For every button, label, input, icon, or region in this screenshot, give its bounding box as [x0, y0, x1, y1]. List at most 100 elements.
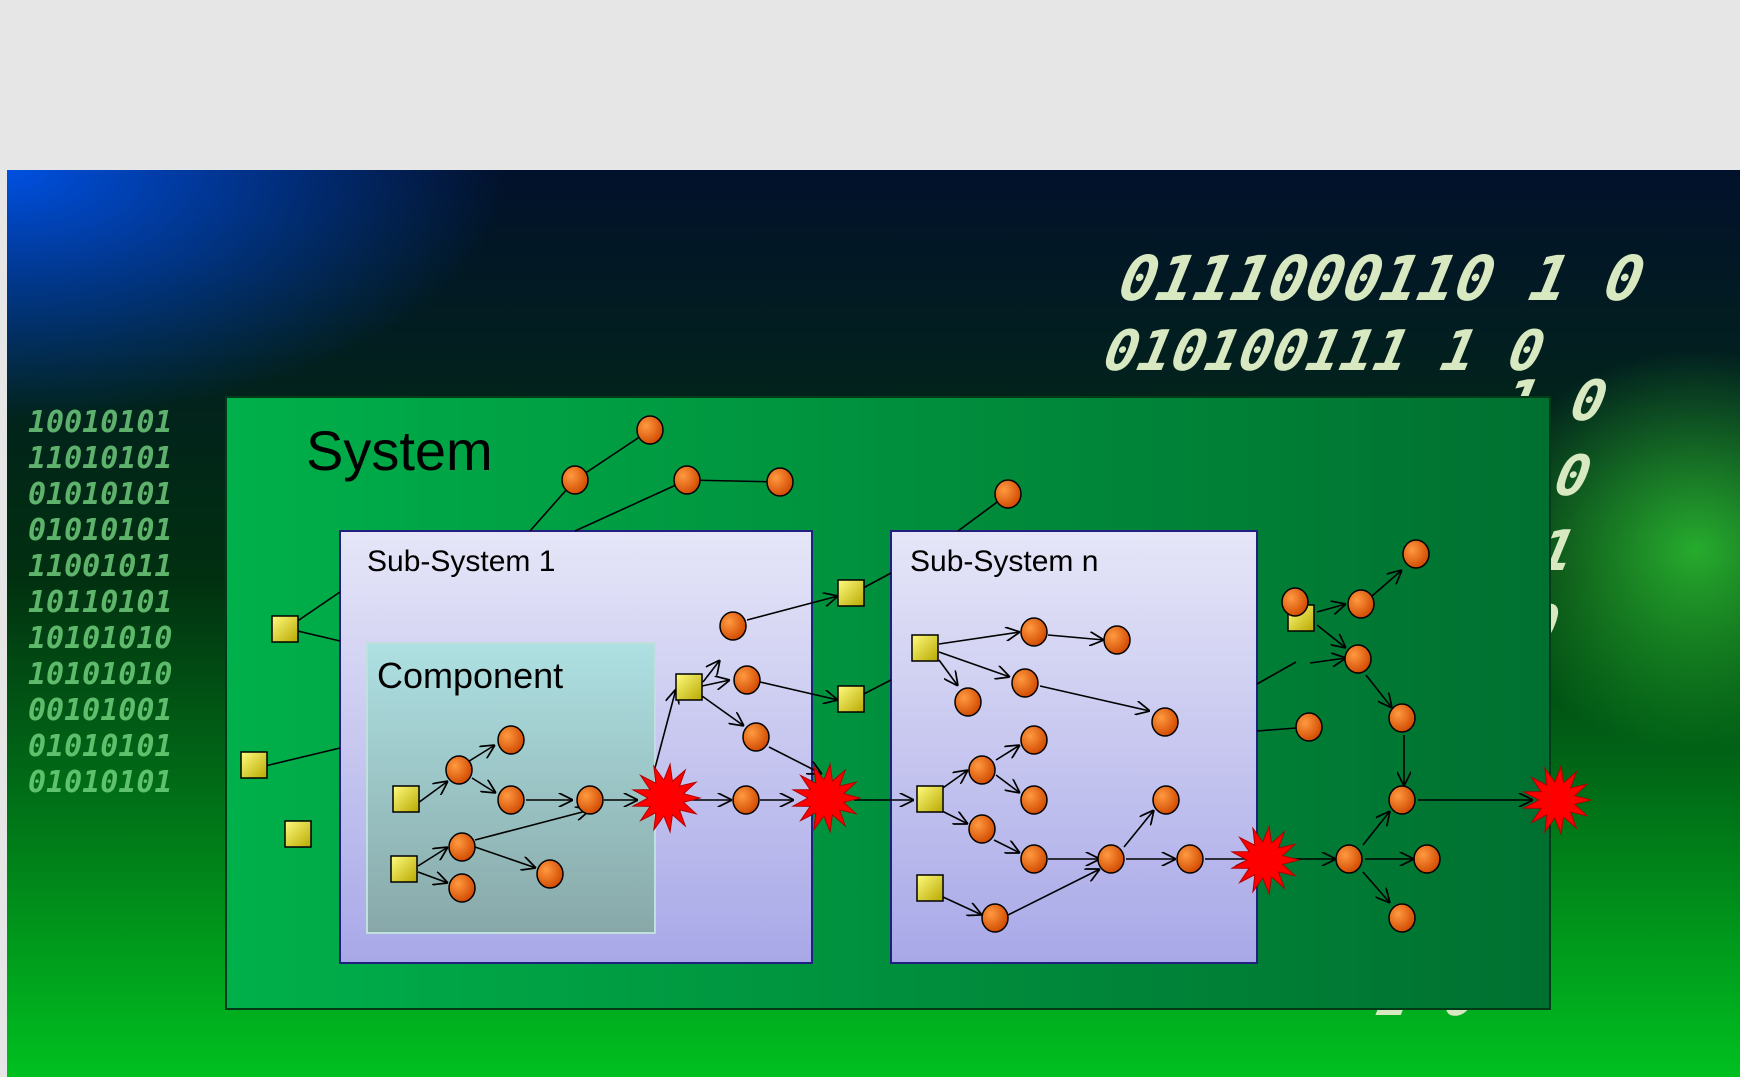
- node: [1011, 668, 1039, 698]
- failure-burst: [791, 762, 862, 834]
- failure-bursts: [631, 762, 1593, 896]
- node: [1020, 725, 1048, 755]
- subsystem-1-label: Sub-System 1: [367, 545, 555, 578]
- port: [240, 751, 268, 779]
- node: [576, 785, 604, 815]
- edge: [417, 781, 448, 804]
- edge: [474, 846, 536, 868]
- node: [994, 479, 1022, 509]
- edge: [465, 745, 495, 764]
- binary-text: 10101010: [28, 621, 173, 656]
- edge: [939, 809, 968, 824]
- binary-text: 010100111 1 0: [1098, 319, 1550, 384]
- node: [1020, 617, 1048, 647]
- edge: [1316, 604, 1346, 612]
- binary-digits-left: 1001010111010101010101010101010111001011…: [28, 405, 173, 800]
- binary-text: 01010101: [28, 765, 173, 800]
- edge: [1365, 674, 1392, 708]
- edge: [471, 777, 496, 793]
- node: [968, 755, 996, 785]
- binary-text: 01010101: [28, 513, 173, 548]
- node: [536, 859, 564, 889]
- node: [733, 665, 761, 695]
- edge: [1362, 871, 1390, 903]
- node: [497, 785, 525, 815]
- edge: [1047, 635, 1104, 640]
- edge: [938, 651, 1010, 677]
- edge: [701, 695, 744, 726]
- edge: [574, 479, 688, 532]
- node: [1344, 644, 1372, 674]
- node: [445, 755, 473, 785]
- node: [1388, 785, 1416, 815]
- edge: [1316, 624, 1346, 648]
- failure-burst: [631, 762, 702, 834]
- node: [636, 415, 664, 445]
- component-label: Component: [377, 655, 563, 696]
- binary-text: 10101010: [28, 657, 173, 692]
- node: [1152, 785, 1180, 815]
- port: [837, 579, 865, 607]
- binary-text: 01010101: [28, 477, 173, 512]
- node: [1347, 589, 1375, 619]
- nodes: [445, 415, 1441, 933]
- binary-text: 0111000110 1 0: [1113, 243, 1651, 315]
- binary-text: 00101001: [28, 693, 173, 728]
- node: [1151, 707, 1179, 737]
- system-label: System: [306, 419, 493, 482]
- binary-text: 11010101: [28, 441, 173, 476]
- edge: [1256, 727, 1297, 732]
- edge: [942, 896, 982, 915]
- failure-burst: [1522, 764, 1593, 836]
- edge: [993, 839, 1020, 853]
- edge: [1371, 570, 1402, 597]
- edge: [1007, 869, 1100, 916]
- edge: [474, 810, 590, 841]
- binary-text: 01010101: [28, 729, 173, 764]
- node: [1176, 844, 1204, 874]
- node: [673, 465, 701, 495]
- edge: [1123, 810, 1154, 848]
- node: [448, 873, 476, 903]
- node: [1413, 844, 1441, 874]
- port: [837, 685, 865, 713]
- slide-header-area: [0, 0, 1740, 170]
- edge: [938, 659, 958, 686]
- port: [392, 785, 420, 813]
- edge: [1256, 661, 1297, 685]
- node: [561, 465, 589, 495]
- binary-text: 11001011: [28, 549, 173, 584]
- edge: [295, 591, 341, 623]
- edge: [759, 681, 838, 700]
- port: [911, 634, 939, 662]
- node: [497, 725, 525, 755]
- node: [1388, 703, 1416, 733]
- edge: [702, 660, 720, 683]
- port: [675, 673, 703, 701]
- edge: [574, 429, 651, 481]
- edge: [746, 596, 838, 621]
- port: [916, 874, 944, 902]
- node: [1097, 844, 1125, 874]
- node: [1335, 844, 1363, 874]
- edge: [264, 747, 341, 767]
- node: [954, 687, 982, 717]
- binary-text: 10010101: [28, 405, 173, 440]
- edge: [768, 746, 822, 774]
- node: [742, 722, 770, 752]
- background-blue-glow: [7, 170, 507, 420]
- edge: [1309, 658, 1346, 663]
- node: [1020, 844, 1048, 874]
- port: [390, 855, 418, 883]
- edge: [938, 632, 1020, 645]
- edge: [1362, 811, 1390, 846]
- edge: [939, 770, 968, 791]
- port: [916, 785, 944, 813]
- ports: [240, 579, 1315, 902]
- node: [1402, 539, 1430, 569]
- node: [1281, 587, 1309, 617]
- node: [719, 611, 747, 641]
- port: [271, 615, 299, 643]
